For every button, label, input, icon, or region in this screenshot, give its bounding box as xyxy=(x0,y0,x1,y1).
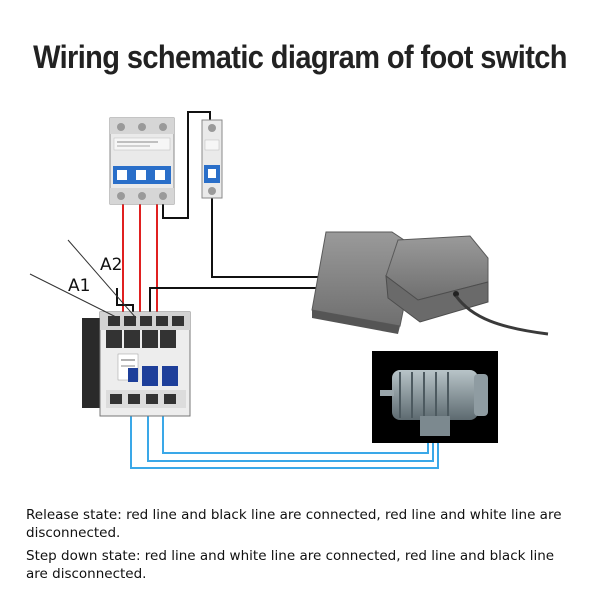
release-state-description: Release state: red line and black line a… xyxy=(26,507,562,541)
motor-image xyxy=(372,351,498,443)
blue-wires xyxy=(130,408,439,469)
foot-switch xyxy=(311,231,549,336)
diagram-title: Wiring schematic diagram of foot switch xyxy=(33,40,567,76)
coil-pointer-lines xyxy=(29,239,137,319)
three-pole-breaker xyxy=(109,117,175,205)
red-wires xyxy=(122,198,158,320)
step-down-state-description: Step down state: red line and white line… xyxy=(26,548,555,582)
single-pole-breaker xyxy=(201,119,223,199)
contactor xyxy=(82,311,191,417)
label-a1: A1 xyxy=(68,276,90,296)
label-a2: A2 xyxy=(100,255,122,275)
